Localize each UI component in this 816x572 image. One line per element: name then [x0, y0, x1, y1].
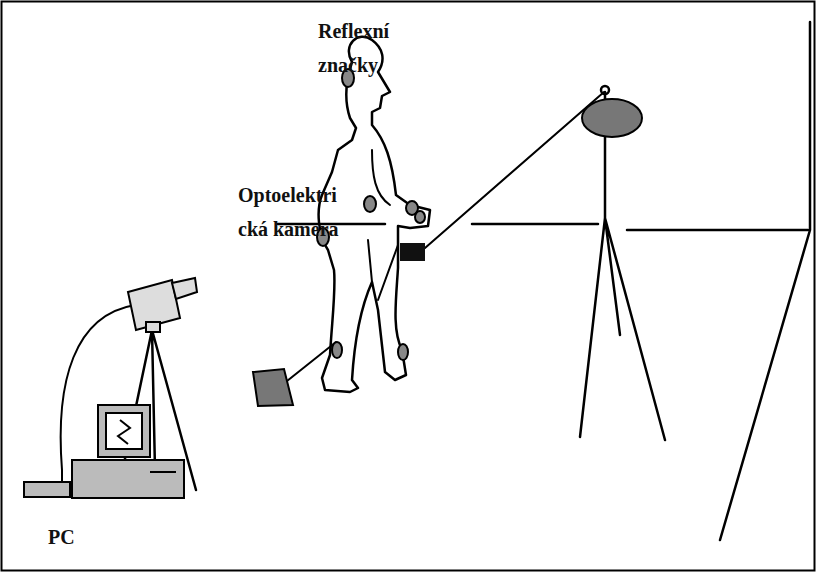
camera-mount — [146, 322, 160, 332]
screen-figure — [118, 420, 130, 444]
target-disc — [582, 99, 642, 137]
reflective-marker — [415, 211, 425, 223]
camera-lens — [172, 278, 197, 299]
target-stand — [580, 92, 665, 440]
text-label: Reflexní značky — [318, 14, 433, 82]
arm-line — [378, 245, 398, 300]
text-label: Optoelektri cká kamera — [238, 178, 368, 246]
reflective-marker — [364, 196, 376, 212]
reflective-marker — [398, 344, 408, 360]
arm-line — [372, 150, 390, 205]
monitor — [98, 405, 150, 457]
text-label: PC — [48, 520, 108, 554]
leg-line — [368, 240, 372, 282]
reflective-marker — [332, 342, 342, 358]
cable — [282, 342, 336, 385]
wall-line — [720, 22, 810, 540]
plate — [253, 369, 293, 406]
drive-slot — [150, 471, 176, 473]
pc-case — [72, 460, 184, 498]
floor-line — [278, 224, 808, 230]
keyboard — [24, 482, 70, 497]
person-outline — [319, 37, 430, 392]
screen — [106, 413, 142, 449]
load-box — [400, 243, 425, 261]
string — [425, 92, 604, 248]
